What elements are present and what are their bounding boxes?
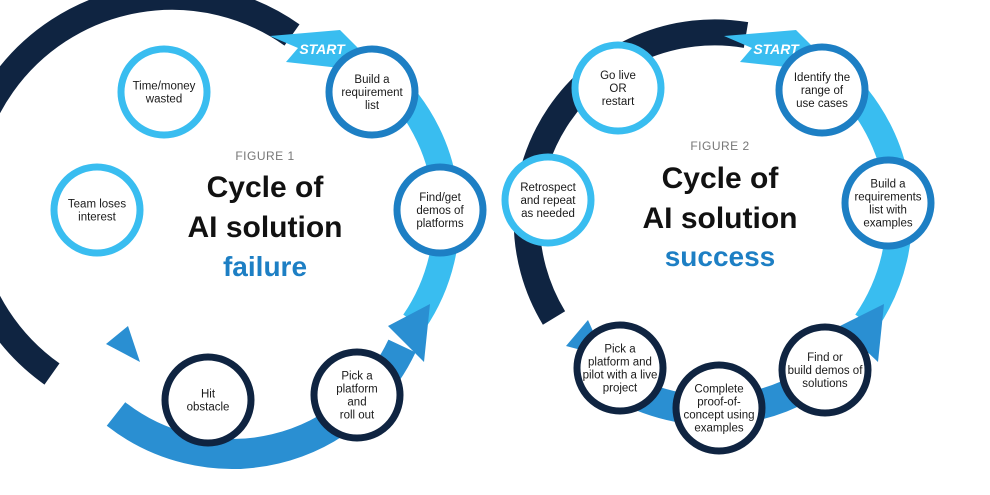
step-text-line: Pick a bbox=[604, 344, 636, 356]
step-text-line: concept using bbox=[684, 410, 755, 422]
step-circle bbox=[672, 361, 766, 455]
step-circle bbox=[50, 163, 144, 257]
start-label: START bbox=[753, 41, 800, 57]
step-text-line: requirement bbox=[341, 87, 403, 99]
step-circle bbox=[775, 43, 869, 137]
step-text-line: Complete bbox=[694, 384, 743, 396]
step-text-line: list with bbox=[869, 205, 907, 217]
step-text-line: Find or bbox=[807, 352, 843, 364]
step-text-line: pilot with a live bbox=[583, 370, 658, 382]
step-text-line: Find/get bbox=[419, 192, 461, 204]
step-circle bbox=[393, 163, 487, 257]
arrow-head-bottom bbox=[106, 326, 140, 362]
step-text-line: examples bbox=[863, 218, 912, 230]
step-text-line: and bbox=[347, 397, 366, 409]
step-circle bbox=[778, 323, 872, 417]
step-circle bbox=[161, 353, 255, 447]
step-text-line: and repeat bbox=[521, 195, 577, 207]
start-label: START bbox=[299, 41, 346, 57]
ring-arc-dark bbox=[0, 0, 300, 385]
step-text-line: interest bbox=[78, 212, 117, 224]
step-text-line: Team loses bbox=[68, 199, 126, 211]
arrow-head-start bbox=[270, 30, 360, 68]
step-text-line: proof-of- bbox=[697, 397, 741, 409]
arrow-head-right bbox=[388, 304, 430, 362]
ring-arc-dark bbox=[513, 19, 749, 325]
step-text-line: OR bbox=[609, 83, 626, 95]
step-circle bbox=[571, 41, 665, 135]
step-text-line: Build a bbox=[354, 74, 390, 86]
step-text-line: Hit bbox=[201, 389, 216, 401]
title-line-1: Cycle of bbox=[207, 171, 325, 204]
title-line-2: AI solution bbox=[643, 202, 798, 235]
step-text-line: Build a bbox=[870, 179, 906, 191]
title-line-1: Cycle of bbox=[662, 162, 780, 195]
step-circle bbox=[325, 45, 419, 139]
step-text-line: platform and bbox=[588, 357, 652, 369]
step-text-line: Identify the bbox=[794, 72, 850, 84]
step-text-line: demos of bbox=[416, 205, 464, 217]
step-text-line: as needed bbox=[521, 208, 575, 220]
step-circle bbox=[573, 321, 667, 415]
step-text-line: Go live bbox=[600, 70, 636, 82]
step-text-line: range of bbox=[801, 85, 844, 97]
step-circle bbox=[501, 153, 595, 247]
step-text-line: Retrospect bbox=[520, 182, 576, 194]
step-text-line: examples bbox=[694, 423, 743, 435]
step-circle bbox=[841, 156, 935, 250]
step-text-line: requirements bbox=[854, 192, 921, 204]
step-text-line: obstacle bbox=[187, 402, 230, 414]
step-text-line: platforms bbox=[416, 218, 464, 230]
step-text-line: Pick a bbox=[341, 371, 373, 383]
step-text-line: wasted bbox=[145, 94, 182, 106]
step-text-line: restart bbox=[602, 96, 635, 108]
title-accent: failure bbox=[223, 251, 307, 282]
step-circle bbox=[310, 348, 404, 442]
step-text-line: list bbox=[365, 100, 380, 112]
figure-label: FIGURE 1 bbox=[235, 149, 294, 163]
step-circle bbox=[117, 45, 211, 139]
step-text-line: build demos of bbox=[788, 365, 864, 377]
step-text-line: Time/money bbox=[133, 81, 196, 93]
step-text-line: solutions bbox=[802, 378, 848, 390]
title-accent: success bbox=[665, 241, 776, 272]
step-text-line: platform bbox=[336, 384, 378, 396]
arrow-head-right bbox=[840, 304, 884, 362]
figure-label: FIGURE 2 bbox=[690, 139, 749, 153]
step-text-line: project bbox=[603, 383, 638, 395]
title-line-2: AI solution bbox=[188, 211, 343, 244]
step-text-line: roll out bbox=[340, 410, 375, 422]
step-text-line: use cases bbox=[796, 98, 848, 110]
